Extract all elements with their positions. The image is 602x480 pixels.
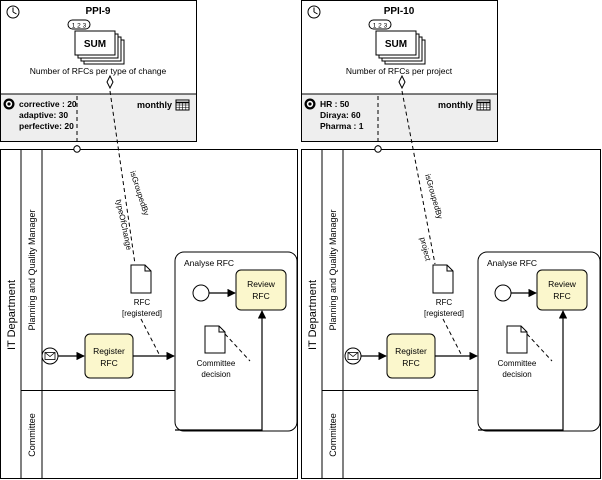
ppi-id: PPI-9 (85, 6, 110, 17)
ppi-target-3: Pharma : 1 (320, 121, 364, 131)
ppi-target-2: adaptive: 30 (19, 110, 68, 120)
task-label-line2: RFC (252, 291, 269, 301)
data-object-label-line1: RFC (134, 298, 151, 307)
clock-icon (6, 5, 20, 19)
task-label-line1: Review (247, 279, 276, 289)
ppi-target-2: Diraya: 60 (320, 110, 361, 120)
data-object-committee-decision[interactable]: Committee decision (197, 325, 236, 379)
task-frame (386, 333, 436, 379)
ppi-targets-area (301, 93, 498, 142)
connector-end (374, 145, 382, 153)
sequence-flow-return[interactable] (175, 310, 267, 431)
ppi-card[interactable]: PPI-10 1 2 3 SUM Number of RFCs per proj… (301, 0, 498, 142)
task-label-line2: RFC (402, 358, 419, 368)
data-object-committee-decision[interactable]: Committee decision (498, 325, 537, 379)
message-start-event[interactable] (41, 347, 59, 365)
aggregation-label: SUM (84, 39, 106, 50)
data-object-label-line1: Committee (498, 359, 537, 368)
data-object-label-line1: RFC (436, 298, 453, 307)
calendar-icon (175, 99, 190, 111)
data-association (526, 333, 553, 362)
diagram-right: PPI-10 1 2 3 SUM Number of RFCs per proj… (301, 0, 601, 479)
data-object-label-line2: decision (201, 370, 230, 379)
isgroupedby-association (401, 90, 436, 265)
data-object-label-line2: decision (502, 370, 531, 379)
isgroupedby-association (109, 90, 136, 265)
task-label-line1: Register (93, 346, 125, 356)
pool-label: IT Department (307, 280, 319, 350)
lane-label-committee: Committee (328, 413, 338, 457)
task-frame (536, 269, 588, 311)
aggregation-marks: 1 2 3 (72, 23, 87, 30)
ppi-card[interactable]: PPI-9 1 2 3 SUM Number of RFCs per type … (0, 0, 197, 142)
data-object-label-line1: Committee (197, 359, 236, 368)
aggregation-marks: 1 2 3 (373, 23, 388, 30)
task-review-rfc[interactable]: Review RFC (235, 269, 287, 311)
grouping-diamond (106, 74, 114, 90)
task-register-rfc[interactable]: Register RFC (386, 333, 436, 379)
task-label-line1: Review (548, 279, 577, 289)
target-icon (304, 98, 316, 110)
ppi-description: Number of RFCs per project (346, 66, 453, 76)
calendar-icon (476, 99, 491, 111)
ppi-target-1: corrective : 20 (19, 99, 77, 109)
ppi-frequency: monthly (137, 100, 172, 110)
envelope-icon (44, 352, 56, 360)
subprocess-label: Analyse RFC (184, 258, 234, 268)
lane-label-manager: Planning and Quality Manager (27, 209, 37, 330)
pool-label: IT Department (6, 280, 18, 350)
task-label-line2: RFC (553, 291, 570, 301)
task-label-line1: Register (395, 346, 427, 356)
ppi-targets-area (0, 93, 197, 142)
grouping-diamond (398, 74, 406, 90)
ppi-description: Number of RFCs per type of change (30, 66, 167, 76)
task-review-rfc[interactable]: Review RFC (536, 269, 588, 311)
task-register-rfc[interactable]: Register RFC (84, 333, 134, 379)
connector-end (73, 145, 81, 153)
ppi-target-1: HR : 50 (320, 99, 350, 109)
subprocess-label: Analyse RFC (487, 258, 537, 268)
data-object-rfc[interactable]: RFC [registered] (424, 264, 464, 318)
data-association (224, 333, 251, 362)
lane-label-manager: Planning and Quality Manager (328, 209, 338, 330)
target-icon (3, 98, 15, 110)
task-label-line2: RFC (100, 358, 117, 368)
subprocess-start-event[interactable] (192, 284, 210, 302)
task-frame (235, 269, 287, 311)
aggregation-stack-icon (368, 19, 426, 65)
diagram-left: PPI-9 1 2 3 SUM Number of RFCs per type … (0, 0, 298, 479)
ppi-id: PPI-10 (384, 6, 415, 17)
subprocess-start-event[interactable] (494, 284, 512, 302)
envelope-icon (347, 352, 359, 360)
aggregation-label: SUM (385, 39, 407, 50)
lane-label-committee: Committee (27, 413, 37, 457)
sequence-flow-return[interactable] (478, 310, 568, 431)
data-object-rfc[interactable]: RFC [registered] (122, 264, 162, 318)
data-object-label-line2: [registered] (122, 309, 162, 318)
aggregation-stack-icon (67, 19, 125, 65)
data-object-label-line2: [registered] (424, 309, 464, 318)
task-frame (84, 333, 134, 379)
ppi-frequency: monthly (438, 100, 473, 110)
clock-icon (307, 5, 321, 19)
message-start-event[interactable] (344, 347, 362, 365)
ppi-target-3: perfective: 20 (19, 121, 74, 131)
